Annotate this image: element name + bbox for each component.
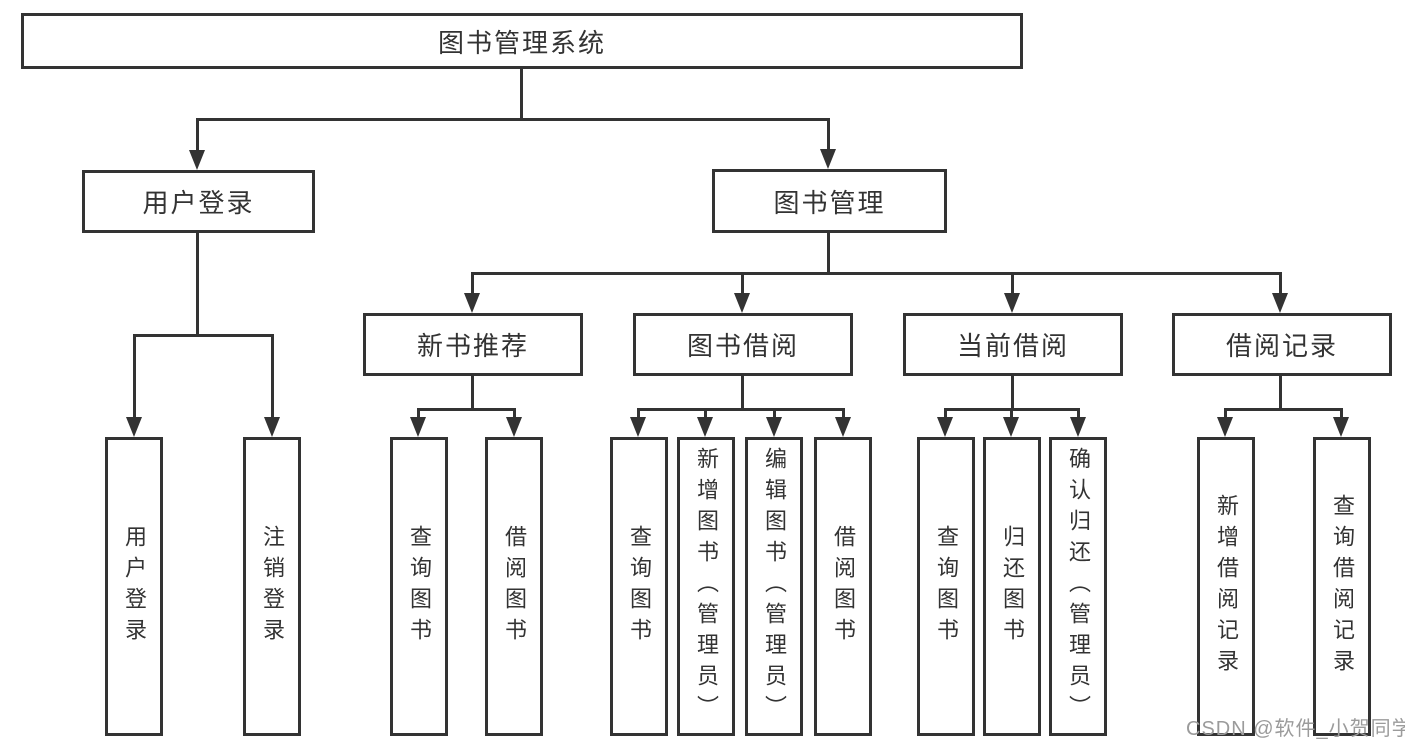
leaf-edit-books-admin: 编辑图书（管理员） bbox=[745, 437, 803, 736]
connector-line bbox=[513, 408, 516, 421]
node-label: 用户登录 bbox=[142, 188, 255, 218]
leaf-logout: 注销登录 bbox=[243, 437, 301, 736]
connector-line bbox=[637, 408, 845, 411]
connector-line bbox=[133, 334, 274, 337]
leaf-label: 归还图书 bbox=[1000, 524, 1025, 649]
connector-line bbox=[271, 334, 274, 420]
leaf-label: 用户登录 bbox=[122, 524, 147, 649]
arrow-down-icon bbox=[264, 417, 280, 437]
connector-line bbox=[827, 233, 830, 275]
leaf-label: 新增借阅记录 bbox=[1214, 493, 1239, 680]
node-library-management-system: 图书管理系统 bbox=[21, 13, 1023, 69]
connector-line bbox=[417, 408, 420, 421]
arrow-down-icon bbox=[766, 417, 782, 437]
connector-line bbox=[842, 408, 845, 421]
connector-line bbox=[1224, 408, 1343, 411]
node-label: 借阅记录 bbox=[1225, 331, 1338, 361]
leaf-label: 查询借阅记录 bbox=[1330, 493, 1355, 680]
connector-line bbox=[133, 334, 136, 420]
leaf-add-borrow-record: 新增借阅记录 bbox=[1197, 437, 1255, 736]
arrow-down-icon bbox=[1004, 293, 1020, 313]
leaf-label: 新增图书（管理员） bbox=[694, 447, 719, 726]
node-label: 图书管理 bbox=[773, 187, 886, 218]
arrow-down-icon bbox=[820, 149, 836, 169]
node-label: 新书推荐 bbox=[416, 331, 529, 361]
leaf-borrow-books-borrowing: 借阅图书 bbox=[814, 437, 872, 736]
leaf-return-books: 归还图书 bbox=[983, 437, 1041, 736]
connector-line bbox=[196, 118, 830, 121]
arrow-down-icon bbox=[697, 417, 713, 437]
connector-line bbox=[741, 376, 744, 411]
connector-line bbox=[1011, 376, 1014, 411]
arrow-down-icon bbox=[937, 417, 953, 437]
connector-line bbox=[1224, 408, 1227, 421]
connector-line bbox=[417, 408, 516, 411]
connector-line bbox=[196, 118, 199, 154]
connector-line bbox=[1010, 408, 1013, 421]
arrow-down-icon bbox=[1272, 293, 1288, 313]
arrow-down-icon bbox=[1217, 417, 1233, 437]
connector-line bbox=[773, 408, 776, 421]
leaf-query-books-borrowing: 查询图书 bbox=[610, 437, 668, 736]
connector-line bbox=[520, 69, 523, 121]
arrow-down-icon bbox=[835, 417, 851, 437]
leaf-query-borrow-record: 查询借阅记录 bbox=[1313, 437, 1371, 736]
arrow-down-icon bbox=[506, 417, 522, 437]
connector-line bbox=[637, 408, 640, 421]
leaf-label: 查询图书 bbox=[627, 524, 652, 649]
leaf-label: 借阅图书 bbox=[831, 524, 856, 649]
arrow-down-icon bbox=[1070, 417, 1086, 437]
leaf-confirm-return-admin: 确认归还（管理员） bbox=[1049, 437, 1107, 736]
connector-line bbox=[704, 408, 707, 421]
arrow-down-icon bbox=[189, 150, 205, 170]
connector-line bbox=[827, 118, 830, 154]
connector-line bbox=[1011, 272, 1014, 296]
connector-line bbox=[471, 272, 474, 296]
node-user-login: 用户登录 bbox=[82, 170, 315, 233]
node-label: 图书借阅 bbox=[686, 331, 799, 361]
arrow-down-icon bbox=[126, 417, 142, 437]
node-label: 图书管理系统 bbox=[437, 27, 606, 58]
connector-line bbox=[1340, 408, 1343, 421]
node-new-book-recommendation: 新书推荐 bbox=[363, 313, 583, 376]
arrow-down-icon bbox=[1333, 417, 1349, 437]
arrow-down-icon bbox=[464, 293, 480, 313]
arrow-down-icon bbox=[1003, 417, 1019, 437]
connector-line bbox=[1279, 376, 1282, 411]
connector-line bbox=[1077, 408, 1080, 421]
csdn-watermark: CSDN @软件_小贺同学 bbox=[1186, 718, 1405, 740]
leaf-query-books-current: 查询图书 bbox=[917, 437, 975, 736]
leaf-label: 查询图书 bbox=[407, 524, 432, 649]
node-label: 当前借阅 bbox=[956, 331, 1069, 361]
node-book-borrowing: 图书借阅 bbox=[633, 313, 853, 376]
connector-line bbox=[1279, 272, 1282, 296]
connector-line bbox=[741, 272, 744, 296]
node-borrowing-records: 借阅记录 bbox=[1172, 313, 1392, 376]
leaf-label: 借阅图书 bbox=[502, 524, 527, 649]
arrow-down-icon bbox=[630, 417, 646, 437]
leaf-query-books-recommend: 查询图书 bbox=[390, 437, 448, 736]
leaf-label: 查询图书 bbox=[934, 524, 959, 649]
arrow-down-icon bbox=[734, 293, 750, 313]
leaf-label: 确认归还（管理员） bbox=[1066, 447, 1091, 726]
connector-line bbox=[471, 272, 1282, 275]
node-current-borrowing: 当前借阅 bbox=[903, 313, 1123, 376]
connector-line bbox=[196, 233, 199, 337]
node-book-management: 图书管理 bbox=[712, 169, 947, 233]
connector-line bbox=[471, 376, 474, 411]
leaf-borrow-books-recommend: 借阅图书 bbox=[485, 437, 543, 736]
leaf-label: 编辑图书（管理员） bbox=[762, 447, 787, 726]
arrow-down-icon bbox=[410, 417, 426, 437]
leaf-add-books-admin: 新增图书（管理员） bbox=[677, 437, 735, 736]
connector-line bbox=[944, 408, 947, 421]
leaf-label: 注销登录 bbox=[260, 524, 285, 649]
leaf-user-login: 用户登录 bbox=[105, 437, 163, 736]
